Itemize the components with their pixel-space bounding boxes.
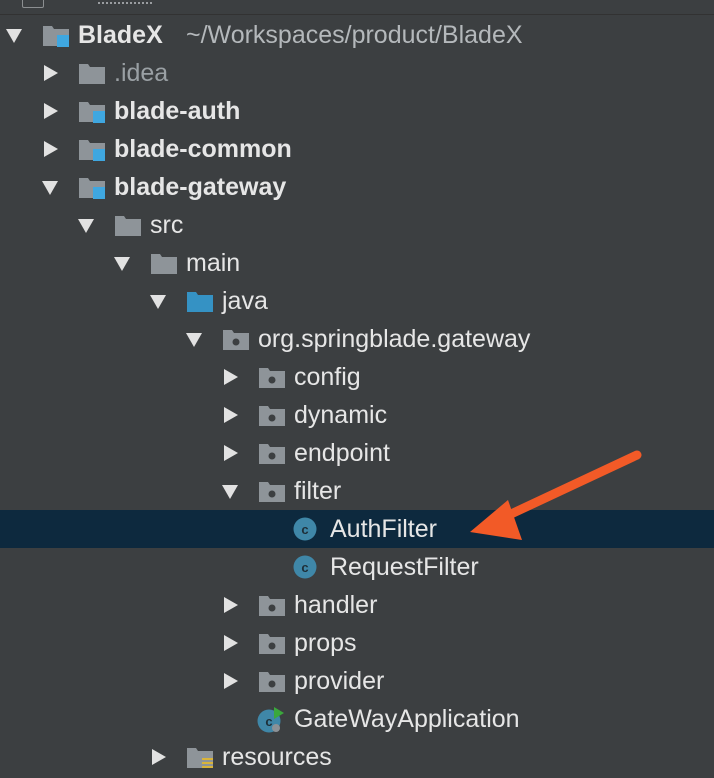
package-icon (258, 441, 286, 465)
tree-row-blade-common[interactable]: blade-common (0, 130, 714, 168)
package-icon (258, 479, 286, 503)
expanded-arrow-icon[interactable] (186, 333, 202, 347)
tree-item-label: dynamic (294, 401, 388, 429)
expanded-arrow-icon[interactable] (222, 485, 238, 499)
tree-row-bladex[interactable]: BladeX ~/Workspaces/product/BladeX (0, 16, 714, 54)
spring-boot-app-icon: c (256, 707, 284, 733)
annotation-arrow-shaft (489, 450, 642, 527)
annotation-arrow-head (470, 500, 522, 540)
source-folder-icon (186, 289, 214, 313)
tree-row-requestfilter[interactable]: c RequestFilter (0, 548, 714, 586)
module-folder-icon (78, 137, 106, 161)
svg-text:c: c (301, 522, 308, 537)
collapsed-arrow-icon[interactable] (224, 673, 238, 689)
tree-row-blade-gateway[interactable]: blade-gateway (0, 168, 714, 206)
tree-item-label: GateWayApplication (294, 705, 520, 733)
tree-item-label: handler (294, 591, 378, 619)
collapsed-arrow-icon[interactable] (224, 445, 238, 461)
collapsed-arrow-icon[interactable] (44, 141, 58, 157)
package-icon (222, 327, 250, 351)
class-icon: c (292, 555, 320, 579)
tree-row-java[interactable]: java (0, 282, 714, 320)
package-icon (258, 365, 286, 389)
expanded-arrow-icon[interactable] (42, 181, 58, 195)
tree-row-main[interactable]: main (0, 244, 714, 282)
module-folder-icon (42, 23, 70, 47)
tree-row-blade-auth[interactable]: blade-auth (0, 92, 714, 130)
project-path: ~/Workspaces/product/BladeX (186, 21, 523, 49)
tree-item-label: blade-gateway (114, 173, 287, 201)
collapsed-arrow-icon[interactable] (224, 597, 238, 613)
folder-icon (114, 213, 142, 237)
module-folder-icon (78, 99, 106, 123)
tree-item-label: props (294, 629, 357, 657)
module-folder-icon (78, 175, 106, 199)
tree-item-label: main (186, 249, 241, 277)
tree-row-props[interactable]: props (0, 624, 714, 662)
collapsed-arrow-icon[interactable] (224, 407, 238, 423)
tree-item-label: .idea (114, 59, 169, 87)
tree-item-label: RequestFilter (330, 553, 479, 581)
tree-row-endpoint[interactable]: endpoint (0, 434, 714, 472)
expanded-arrow-icon[interactable] (78, 219, 94, 233)
tree-row-config[interactable]: config (0, 358, 714, 396)
tree-item-label: provider (294, 667, 385, 695)
tree-row-dynamic[interactable]: dynamic (0, 396, 714, 434)
folder-icon (150, 251, 178, 275)
expanded-arrow-icon[interactable] (150, 295, 166, 309)
collapsed-arrow-icon[interactable] (224, 635, 238, 651)
tree-item-label: resources (222, 743, 332, 771)
tree-row-handler[interactable]: handler (0, 586, 714, 624)
tree-item-label: java (222, 287, 268, 315)
tool-window-icon (22, 0, 44, 8)
expanded-arrow-icon[interactable] (114, 257, 130, 271)
tree-item-label: blade-common (114, 135, 292, 163)
resources-folder-icon (186, 745, 214, 769)
tool-window-title (98, 0, 152, 4)
tree-item-label: filter (294, 477, 342, 505)
tree-row-org-springblade-gateway[interactable]: org.springblade.gateway (0, 320, 714, 358)
tree-item-label: AuthFilter (330, 515, 437, 543)
package-icon (258, 403, 286, 427)
tree-row-filter[interactable]: filter (0, 472, 714, 510)
tree-item-label: endpoint (294, 439, 390, 467)
tree-item-label: blade-auth (114, 97, 241, 125)
collapsed-arrow-icon[interactable] (224, 369, 238, 385)
collapsed-arrow-icon[interactable] (44, 65, 58, 81)
tree-item-label: BladeX (78, 21, 163, 49)
svg-text:c: c (301, 560, 308, 575)
tree-row-src[interactable]: src (0, 206, 714, 244)
tree-row-authfilter[interactable]: c AuthFilter (0, 510, 714, 548)
tree-item-label: config (294, 363, 361, 391)
svg-text:c: c (265, 714, 272, 729)
package-icon (258, 593, 286, 617)
tree-item-label: org.springblade.gateway (258, 325, 531, 353)
tree-row-resources[interactable]: resources (0, 738, 714, 776)
expanded-arrow-icon[interactable] (6, 29, 22, 43)
collapsed-arrow-icon[interactable] (44, 103, 58, 119)
package-icon (258, 669, 286, 693)
tree-item-label: src (150, 211, 184, 239)
collapsed-arrow-icon[interactable] (152, 749, 166, 765)
tree-row-gatewayapplication[interactable]: c GateWayApplication (0, 700, 714, 738)
tool-window-header (0, 0, 714, 15)
package-icon (258, 631, 286, 655)
tree-row-idea[interactable]: .idea (0, 54, 714, 92)
class-icon: c (292, 517, 320, 541)
folder-icon (78, 61, 106, 85)
tree-row-provider[interactable]: provider (0, 662, 714, 700)
